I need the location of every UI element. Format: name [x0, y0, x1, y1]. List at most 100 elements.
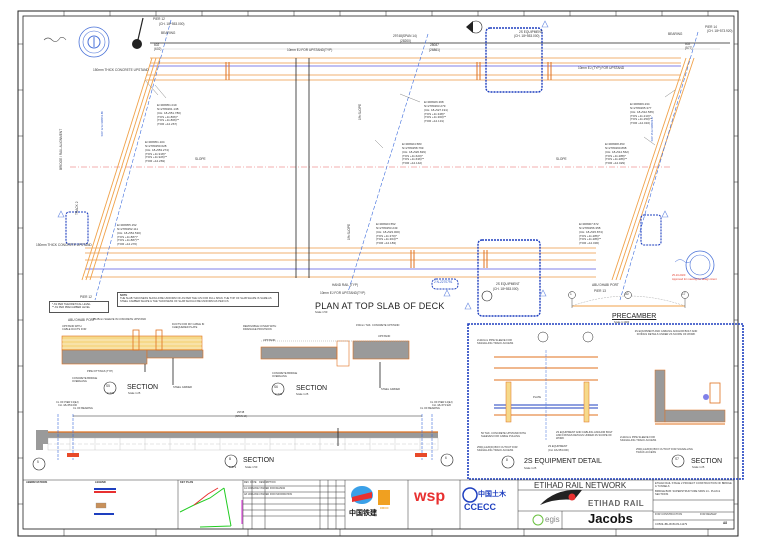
- abbreviations-heading: ABBREVIATIONS: [26, 481, 48, 484]
- equipment-label: 2S EQUIPMENT: [496, 282, 520, 286]
- handrail-ej-label: 10mm EJ FOR UPSTAND(TYP): [320, 291, 366, 295]
- s5-id: S5: [106, 384, 110, 388]
- equipment-cloud-bottom: [477, 239, 541, 317]
- revision-row: A1 20/06/2022 ISSUED FOR REVIEW: [244, 487, 285, 490]
- eq-label-anchor: 2S EQUIPMENT AND CABLING ANCHOR BOLT AND…: [556, 431, 613, 441]
- approval-date: 25-10-2020: [672, 274, 686, 277]
- ccecc-logo: CCECC: [464, 502, 497, 512]
- dim-right: 602: [685, 42, 691, 46]
- plan-title: PLAN AT TOP SLAB OF DECK: [315, 301, 445, 311]
- precamber-marker-17: 17: [682, 292, 686, 296]
- ccecc-cn: 中国土木: [478, 491, 506, 498]
- alignment-label: BRIDGE / RAIL ALIGNMENT: [59, 128, 63, 170]
- s7-scale: Scale 1:25: [692, 466, 705, 469]
- b-span-sub: (SPAN 14): [235, 415, 248, 418]
- s5-label-concrete: CONCRETE BRIDGE OVERHANG: [72, 377, 98, 384]
- slope-mark-2: 1% SLOPE: [347, 223, 351, 240]
- slope-right: SLOPE: [556, 157, 567, 161]
- key-plan-heading: KEY PLAN: [180, 481, 194, 484]
- project-name: ETIHAD RAIL NETWORK: [534, 481, 627, 490]
- s7-label-sleeve: 2x110mm PIPE SLEEVE FOR SIGNALLING TRACK…: [620, 436, 657, 443]
- span-sub: (28200): [400, 39, 411, 43]
- s6-label-girder: STEEL GIRDER: [381, 388, 400, 391]
- b-marker-5: 5: [37, 460, 39, 464]
- equipment-chainage: (CH. 18+553.000): [493, 287, 519, 291]
- eq-label-equipment: 2S EQUIPMENT: [548, 445, 568, 448]
- equipment-top-label: 2S EQUIPMENT: [519, 30, 543, 34]
- drawing-number: CO509-JBL-BCB-DS-11279: [655, 523, 688, 526]
- level-legend: * AS PER THEORETICAL LEVEL ** AS PER PRE…: [49, 301, 109, 313]
- s7-id: S7: [675, 457, 679, 461]
- span-right-sub: (26861): [429, 48, 440, 52]
- outer-border: [17, 10, 739, 537]
- pier-right-bearing: BEARING: [668, 32, 683, 36]
- s6-label-concrete-upstand: 150mm THK. CONCRETE UPSTAND: [356, 324, 400, 327]
- slope-mark: 1% SLOPE: [358, 103, 362, 120]
- slope-left: SLOPE: [195, 157, 206, 161]
- b-ref: 11279: [229, 466, 237, 469]
- precamber-title: PRECAMBER: [612, 313, 657, 320]
- key-plan: [179, 487, 243, 528]
- b-pier-right-ch: CH. 18+573.920: [432, 404, 451, 407]
- s6-label-cover: REMOVABLE COVER WITH DRAINAGE PROVISION: [243, 325, 277, 332]
- b-span: 29748: [237, 411, 245, 414]
- equipment-detail-plan: [494, 331, 598, 469]
- dim-left-sub: (602): [154, 47, 162, 51]
- eq-id: 8: [506, 458, 508, 462]
- approval-text: Approved for meeting the design intent: [672, 278, 717, 281]
- s5-label-fittings: PIPE FITTINGS (TYP): [87, 370, 113, 373]
- cloud-left: [65, 211, 89, 245]
- section-b: [32, 414, 454, 471]
- s6-title: SECTION: [296, 385, 328, 392]
- precamber-marker-50: 50: [625, 292, 629, 296]
- eq-title: 2S EQUIPMENT DETAIL: [524, 458, 602, 465]
- pier-right-label: PIER 14: [705, 25, 717, 29]
- span-right: 28087: [430, 43, 439, 47]
- b-marker-6: 6: [445, 456, 447, 460]
- ej-label: 10mm EJ FOR UPSTAND(TYP): [287, 48, 333, 52]
- note-box: NOTE THE SLAB THICKNESS SHOULD BE UNIFOR…: [117, 292, 279, 307]
- pier-left-chainage: (CH. 18+553.000): [159, 22, 185, 26]
- span-label: 29748(SPAN 14): [393, 34, 417, 38]
- s5-scale: Scale 1:25: [128, 392, 141, 395]
- pier-left-bearing: BEARING: [161, 31, 176, 35]
- title-block: [23, 479, 734, 530]
- abu-port-label: ABU DHABI PORT: [68, 318, 95, 322]
- crcc-en-text: CRCC: [380, 506, 389, 510]
- eq-label-upstand: 50 THK. CONCRETE UPSTAND WITH SLEEVES FO…: [481, 432, 527, 439]
- b-pier-left-ch: CH. 18+553.000: [58, 404, 77, 407]
- s6-label-overhang: CONCRETE BRIDGE OVERHANG: [272, 372, 298, 379]
- cloud-right: [640, 214, 662, 246]
- section-s7: [654, 369, 726, 468]
- section-s6: [260, 340, 410, 396]
- section-s5: [61, 329, 204, 395]
- s6-ref: 11279: [275, 393, 283, 396]
- b-title: SECTION: [243, 457, 275, 464]
- cloud-left-text: SOP 12 E=308051.86: [101, 111, 105, 137]
- drawing-subtitle: BRIDGE BCB: SUPERSTRUCTURE SPAN 14 - PLA…: [655, 490, 721, 497]
- precamber-diagram: [568, 291, 689, 308]
- pier-13-label: PIER 13: [594, 289, 606, 293]
- equipment-top-chainage: (CH. 18+553.000): [514, 34, 540, 38]
- cloud-right-text: SOP 15 E=308009.07: [651, 116, 655, 142]
- s5-label-ducts: DUCTS FOR MV CABLE IN CHEQUERED PLATE: [172, 323, 205, 330]
- s6-scale: Scale 1:25: [296, 393, 309, 396]
- eq-scale: Scale 1:25: [524, 467, 537, 470]
- handrail-label: HAND RAIL (TYP): [332, 283, 359, 287]
- precamber-scale: Scale 1:1000: [614, 321, 630, 324]
- equipment-cloud-top: [485, 27, 543, 93]
- b-bearing-right: CL OF BEARING: [420, 407, 440, 410]
- etihad-logo-text: ETIHAD RAIL: [588, 499, 645, 508]
- s6-id: S6: [274, 385, 278, 389]
- b-pier-left: CL OF PIER 13(EJ): [56, 401, 79, 404]
- ej-label-right: 10mm EJ (TYP) FOR UPSTAND: [578, 66, 625, 70]
- upstand-left-label-2: 150mm THICK CONCRETE UPSTAND: [36, 243, 92, 247]
- plan-scale: Scale 1:50: [315, 311, 328, 314]
